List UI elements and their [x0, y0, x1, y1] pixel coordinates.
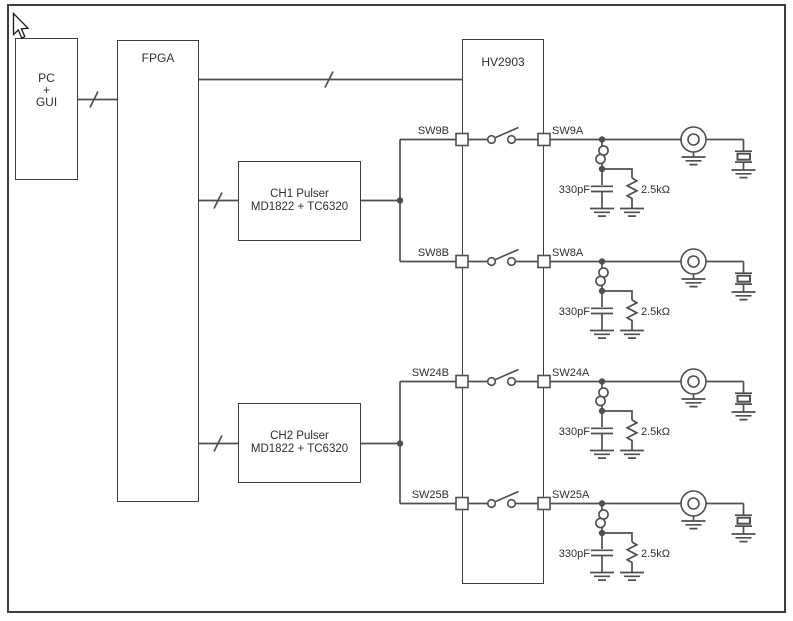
hv2903-block: HV2903 [462, 39, 544, 584]
capacitor-value-label: 330pF [558, 306, 590, 318]
label-sw8a: SW8A [552, 247, 584, 259]
channel-row-sw9 [456, 127, 756, 216]
ch1-pulser-line1: CH1 Pulser [270, 187, 329, 200]
label-sw8b: SW8B [417, 247, 449, 259]
capacitor-value-label: 330pF [558, 548, 590, 560]
ch2-pulser-block: CH2 Pulser MD1822 + TC6320 [238, 403, 361, 483]
resistor-value-label: 2.5kΩ [641, 548, 671, 560]
label-sw9a: SW9A [552, 125, 584, 137]
label-sw25b: SW25B [411, 489, 449, 501]
label-sw24a: SW24A [552, 367, 590, 379]
resistor-value-label: 2.5kΩ [641, 184, 671, 196]
mouse-cursor-icon [12, 11, 30, 39]
diagram-outer-frame [7, 4, 786, 613]
resistor-value-label: 2.5kΩ [641, 306, 671, 318]
pc-label-line3: GUI [35, 95, 58, 109]
pc-gui-label: PC + GUI [16, 72, 77, 108]
channel-row-sw24 [456, 369, 756, 458]
capacitor-value-label: 330pF [558, 184, 590, 196]
ch2-pulser-line2: MD1822 + TC6320 [250, 443, 349, 455]
junction-dot [396, 197, 404, 204]
ch1-pulser-block: CH1 Pulser MD1822 + TC6320 [238, 161, 361, 241]
ch1-pulser-label: CH1 Pulser MD1822 + TC6320 [239, 162, 360, 240]
ch2-pulser-label: CH2 Pulser MD1822 + TC6320 [239, 404, 360, 482]
hv2903-label: HV2903 [481, 55, 525, 69]
fpga-block: FPGA [117, 40, 199, 502]
pc-gui-block: PC + GUI [15, 38, 78, 180]
capacitor-value-label: 330pF [558, 426, 590, 438]
ch1-pulser-line2: MD1822 + TC6320 [250, 201, 349, 213]
label-sw25a: SW25A [552, 489, 590, 501]
junction-dot [396, 440, 404, 447]
resistor-value-label: 2.5kΩ [641, 426, 671, 438]
pc-label-line2: + [42, 83, 50, 97]
channel-row-sw25 [456, 491, 756, 580]
label-sw9b: SW9B [417, 125, 449, 137]
pc-label-line1: PC [38, 71, 55, 85]
label-sw24b: SW24B [411, 367, 449, 379]
fpga-label: FPGA [141, 51, 175, 65]
channel-row-sw8 [456, 249, 756, 338]
ch2-pulser-line1: CH2 Pulser [270, 429, 329, 442]
